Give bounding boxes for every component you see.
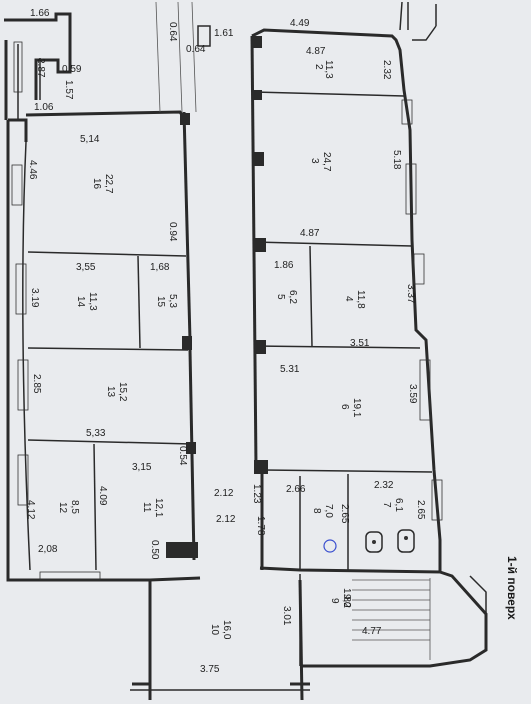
sanitary-fixtures <box>323 529 415 553</box>
dimension-label: 2.66 <box>286 484 306 495</box>
dimension-label: 4.12 <box>25 500 36 520</box>
room-13-area: 15,2 <box>117 382 128 402</box>
dimension-label: 2,08 <box>38 544 58 555</box>
room-labels: 2 11,3 3 24,7 4 11,8 5 6,2 6 19,1 7 6,1 <box>57 60 404 640</box>
dimension-label: 4.87 <box>300 228 320 239</box>
dimension-label: 3.37 <box>405 284 416 304</box>
room-7-area: 6,1 <box>393 498 404 512</box>
dimension-label: 4.87 <box>306 46 326 57</box>
room-5-area: 6,2 <box>287 290 298 304</box>
dimension-label: 3,15 <box>132 462 152 473</box>
room-3-number: 3 <box>309 158 320 164</box>
dimension-label: 3,55 <box>76 262 96 273</box>
room-15-area: 5,3 <box>167 294 178 308</box>
dimension-label: 1.80 <box>341 588 352 608</box>
room-14-area: 11,3 <box>87 292 98 311</box>
dimension-label: 2.32 <box>374 480 394 491</box>
room-2-number: 2 <box>313 64 324 70</box>
room-4-number: 4 <box>343 296 354 302</box>
dimension-labels: 1.66 2.87 0.59 1.57 1.06 0.64 0.64 1.61 … <box>25 8 426 675</box>
dimension-label: 3.75 <box>200 664 220 675</box>
dimension-label: 0.54 <box>177 446 188 466</box>
left-wing-walls <box>4 12 201 582</box>
room-7-number: 7 <box>381 502 392 508</box>
room-2-area: 11,3 <box>323 60 334 79</box>
dimension-label: 5.18 <box>391 150 402 170</box>
dimension-label: 2.85 <box>31 374 42 394</box>
room-16-number: 16 <box>91 178 102 190</box>
dimension-label: 3.59 <box>407 384 418 404</box>
dimension-label: 1.23 <box>251 484 262 504</box>
right-columns <box>252 36 268 474</box>
room-15-number: 15 <box>155 296 166 308</box>
dimension-label: 2.12 <box>216 514 236 525</box>
dimension-label: 2.65 <box>415 500 426 520</box>
room-11-area: 12,1 <box>153 498 164 518</box>
room-9-number: 9 <box>329 598 340 604</box>
room-12-number: 12 <box>57 502 68 514</box>
room-13-number: 13 <box>105 386 116 398</box>
dimension-label: 1,68 <box>150 262 170 273</box>
dimension-label: 4.49 <box>290 18 310 29</box>
room-4-area: 11,8 <box>355 290 366 309</box>
floor-title: 1-й поверх <box>505 556 519 620</box>
room-8-number: 8 <box>311 508 322 514</box>
room-8-area: 7,0 <box>323 504 334 518</box>
room-11-number: 11 <box>141 502 152 513</box>
dimension-label: 1.86 <box>274 260 294 271</box>
stairwell <box>299 570 488 668</box>
left-windows <box>11 41 101 581</box>
dimension-label: 0.50 <box>149 540 160 560</box>
room-10-walls <box>130 579 310 701</box>
dimension-label: 5,33 <box>86 428 106 439</box>
left-columns <box>166 113 198 558</box>
room-16-area: 22,7 <box>103 174 114 194</box>
dimension-label: 2.65 <box>339 504 350 524</box>
dimension-label: 1.57 <box>63 80 74 100</box>
dimension-label: 5.31 <box>280 364 300 375</box>
dimension-label: 4.09 <box>97 486 108 506</box>
room-10-area: 16,0 <box>221 620 232 640</box>
shaft <box>155 1 211 113</box>
dimension-label: 3.19 <box>29 288 40 308</box>
dimension-label: 0.64 <box>186 44 206 55</box>
fixture-circle <box>323 539 337 553</box>
dimension-label: 3.01 <box>281 606 292 626</box>
room-6-area: 19,1 <box>351 398 362 418</box>
dimension-label: 0.64 <box>167 22 178 42</box>
room-6-number: 6 <box>339 404 350 410</box>
dimension-label: 0.59 <box>62 64 82 75</box>
dimension-label: 4.77 <box>362 626 382 637</box>
room-14-number: 14 <box>75 296 86 308</box>
room-12-area: 8,5 <box>69 500 80 514</box>
dimension-label: 2.32 <box>381 60 392 80</box>
dimension-label: 1.66 <box>30 8 50 19</box>
dimension-label: 5,14 <box>80 134 100 145</box>
room-3-area: 24,7 <box>321 152 332 172</box>
dimension-label: 3.51 <box>350 338 370 349</box>
dimension-label: 0.94 <box>167 222 178 242</box>
dimension-label: 1.61 <box>214 28 234 39</box>
dimension-label: 2.87 <box>35 58 46 78</box>
room-9-area: 9,2 <box>341 594 352 608</box>
room-5-number: 5 <box>275 294 286 300</box>
dimension-label: 1.06 <box>34 102 54 113</box>
dimension-label: 1.78 <box>255 516 266 536</box>
room-10-number: 10 <box>209 624 220 636</box>
dimension-label: 4.46 <box>27 160 38 180</box>
right-windows <box>401 99 443 521</box>
dimension-label: 2.12 <box>214 488 234 499</box>
